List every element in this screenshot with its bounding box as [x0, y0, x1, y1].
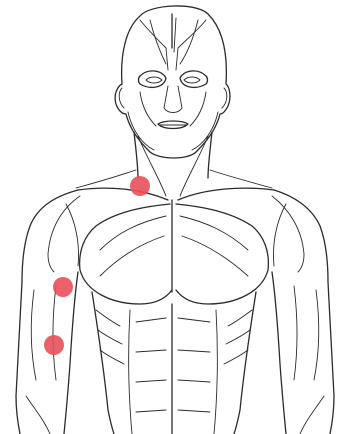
left-eye [146, 77, 162, 83]
neck-right [208, 132, 212, 178]
abs-row-3 [136, 380, 210, 382]
right-eye [184, 77, 200, 83]
deltoid-inner-left [66, 204, 79, 266]
cheek-right [190, 92, 206, 126]
marker-mid-upper-arm [44, 335, 64, 355]
clavicle-left [78, 188, 168, 200]
marker-upper-chest [130, 176, 150, 196]
shoulders [22, 188, 328, 282]
cheek-left [140, 92, 156, 126]
forehead-center-line-2 [174, 18, 176, 52]
bicep-left [31, 290, 36, 380]
left-eye-socket [139, 71, 167, 87]
serratus-left-3 [100, 350, 124, 364]
abs-right-edge [214, 310, 217, 434]
arm-right-inner [272, 272, 286, 434]
bicep-right-2 [294, 286, 297, 380]
torso-left [92, 292, 114, 434]
ear-left [119, 88, 124, 108]
clavicle-right [178, 188, 274, 200]
pec-fiber-right-1 [180, 216, 248, 250]
forehead-line-left [150, 20, 166, 64]
right-eye-socket [180, 71, 208, 87]
bicep-left-2 [53, 286, 56, 380]
forearm-right [300, 396, 324, 434]
abs-row-4 [136, 410, 210, 412]
chest [80, 200, 269, 304]
abdomen [92, 292, 256, 434]
ear-right [222, 88, 227, 108]
arm-left-outer [16, 282, 22, 434]
serratus-right-1 [228, 310, 252, 326]
jaw-right [192, 112, 218, 150]
serratus-right-3 [224, 350, 248, 364]
trapezius-right [210, 170, 272, 188]
neck-left [134, 132, 138, 178]
nose [164, 86, 182, 113]
head [115, 6, 230, 158]
sternocleidomastoid-right [180, 136, 208, 196]
forehead-line-right [180, 20, 198, 64]
shoulder-left-outline [22, 190, 78, 282]
torso-right [234, 292, 256, 434]
deltoid-left [48, 196, 80, 272]
jaw-left [128, 112, 154, 150]
pec-fiber-left-1 [100, 216, 166, 250]
trapezius-left [76, 170, 136, 188]
forearm-left [26, 396, 50, 434]
serratus-left-2 [98, 330, 122, 344]
neck [76, 132, 272, 196]
abs-left-edge [129, 310, 132, 434]
forehead-muscle-left [140, 20, 168, 70]
arm-right-outer [328, 282, 334, 434]
serratus-left-1 [96, 310, 120, 326]
pectoral-left [80, 204, 172, 304]
abs-row-2 [136, 350, 210, 352]
serratus-right-2 [226, 330, 250, 344]
deltoid-right [272, 196, 304, 272]
marker-upper-arm-deltoid [53, 277, 73, 297]
abs-row-1 [136, 318, 210, 322]
deltoid-inner-right [274, 204, 287, 266]
bicep-right [314, 290, 319, 380]
